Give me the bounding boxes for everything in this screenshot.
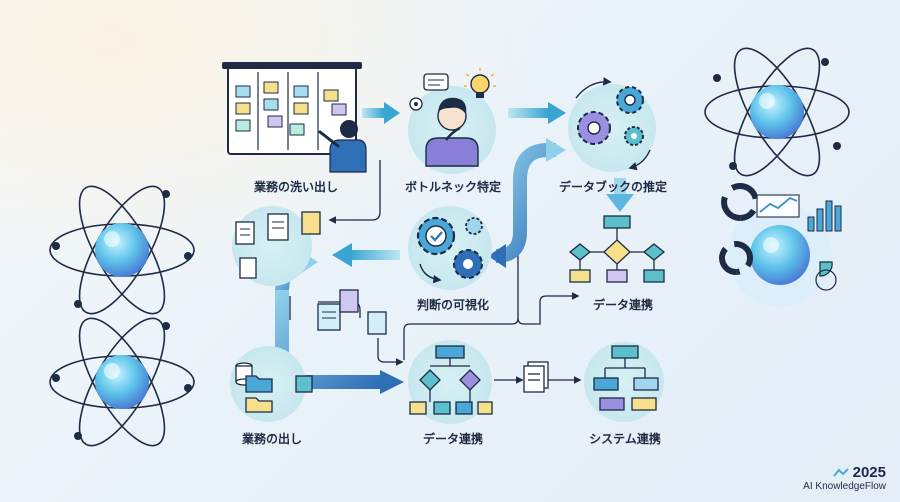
flow-arrow-3-down (606, 178, 634, 212)
brand-name: AI KnowledgeFlow (803, 481, 886, 492)
gears-cluster-icon (568, 77, 656, 172)
flowchart-icon-top (568, 215, 666, 283)
presenter-person-icon (318, 120, 367, 173)
flow-arrow-2-to-3 (508, 102, 566, 124)
brand-year: 2025 (852, 464, 886, 481)
folders-database-icon (230, 346, 313, 422)
check-gears-icon (408, 206, 492, 290)
flowchart-icon-bottom (408, 340, 493, 424)
kanban-board-icon (222, 62, 362, 155)
step-label-5: データ連携 (592, 298, 654, 312)
atom-icon-left-lower (49, 317, 195, 447)
step-label-8: システム連携 (589, 432, 661, 446)
flow-logo-icon (832, 468, 849, 477)
step-label-4: 判断の可視化 (416, 298, 490, 312)
step-label-3: データブックの推定 (558, 180, 668, 194)
documents-icon (232, 206, 387, 335)
system-diagram-icon (584, 342, 664, 422)
flow-arrow-1-to-2 (362, 102, 400, 124)
brand-block: 2025 AI KnowledgeFlow (803, 464, 886, 492)
step-label-2: ボトルネック特定 (404, 180, 502, 194)
lightbulb-icon (464, 68, 496, 98)
flow-arrow-4-to-6 (332, 243, 400, 267)
analytics-orb-icon (719, 183, 842, 307)
flow-curve-3-to-4 (488, 138, 566, 268)
atom-icon-left-upper (49, 185, 195, 315)
step-label-7: データ連携 (422, 432, 484, 446)
step-label-6: 業務の出し (241, 432, 303, 446)
thinking-person-icon (408, 73, 496, 174)
atom-icon-top-right (704, 47, 850, 177)
document-stack-icon (523, 361, 549, 393)
step-label-1: 業務の洗い出し (253, 180, 339, 194)
